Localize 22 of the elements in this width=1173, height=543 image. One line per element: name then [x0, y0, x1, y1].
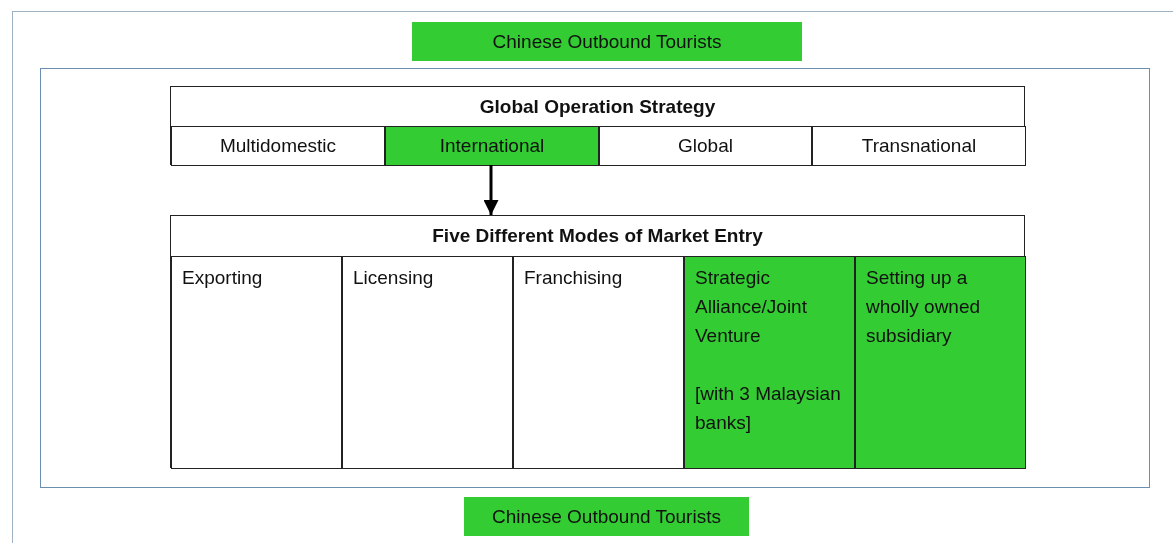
strategy-cell: Multidomestic	[171, 126, 385, 166]
table-panel	[170, 86, 1025, 165]
mode-label: Setting up a wholly owned subsidiary	[866, 266, 982, 348]
label-banner: Chinese Outbound Tourists	[412, 22, 802, 61]
strategy-cell: International	[385, 126, 599, 166]
mode-label: Exporting	[182, 266, 264, 290]
label-banner: Chinese Outbound Tourists	[464, 497, 749, 536]
strategy-cell: Transnational	[812, 126, 1026, 166]
strategy-cell: Global	[599, 126, 812, 166]
note-text: [with 3 Malaysian banks]	[695, 382, 842, 435]
entry-mode-cell	[513, 256, 684, 469]
entry-mode-cell	[342, 256, 513, 469]
mode-label: Franchising	[524, 266, 624, 290]
mode-label: Strategic Alliance/Joint Venture	[695, 266, 808, 348]
entry-mode-cell	[171, 256, 342, 469]
entry-mode-cell	[855, 256, 1026, 469]
arrow	[483, 165, 499, 215]
table-heading: Five Different Modes of Market Entry	[431, 224, 764, 248]
mode-label: Licensing	[353, 266, 435, 290]
table-panel	[170, 215, 1025, 468]
table-heading: Global Operation Strategy	[478, 95, 717, 119]
entry-mode-cell	[684, 256, 855, 469]
